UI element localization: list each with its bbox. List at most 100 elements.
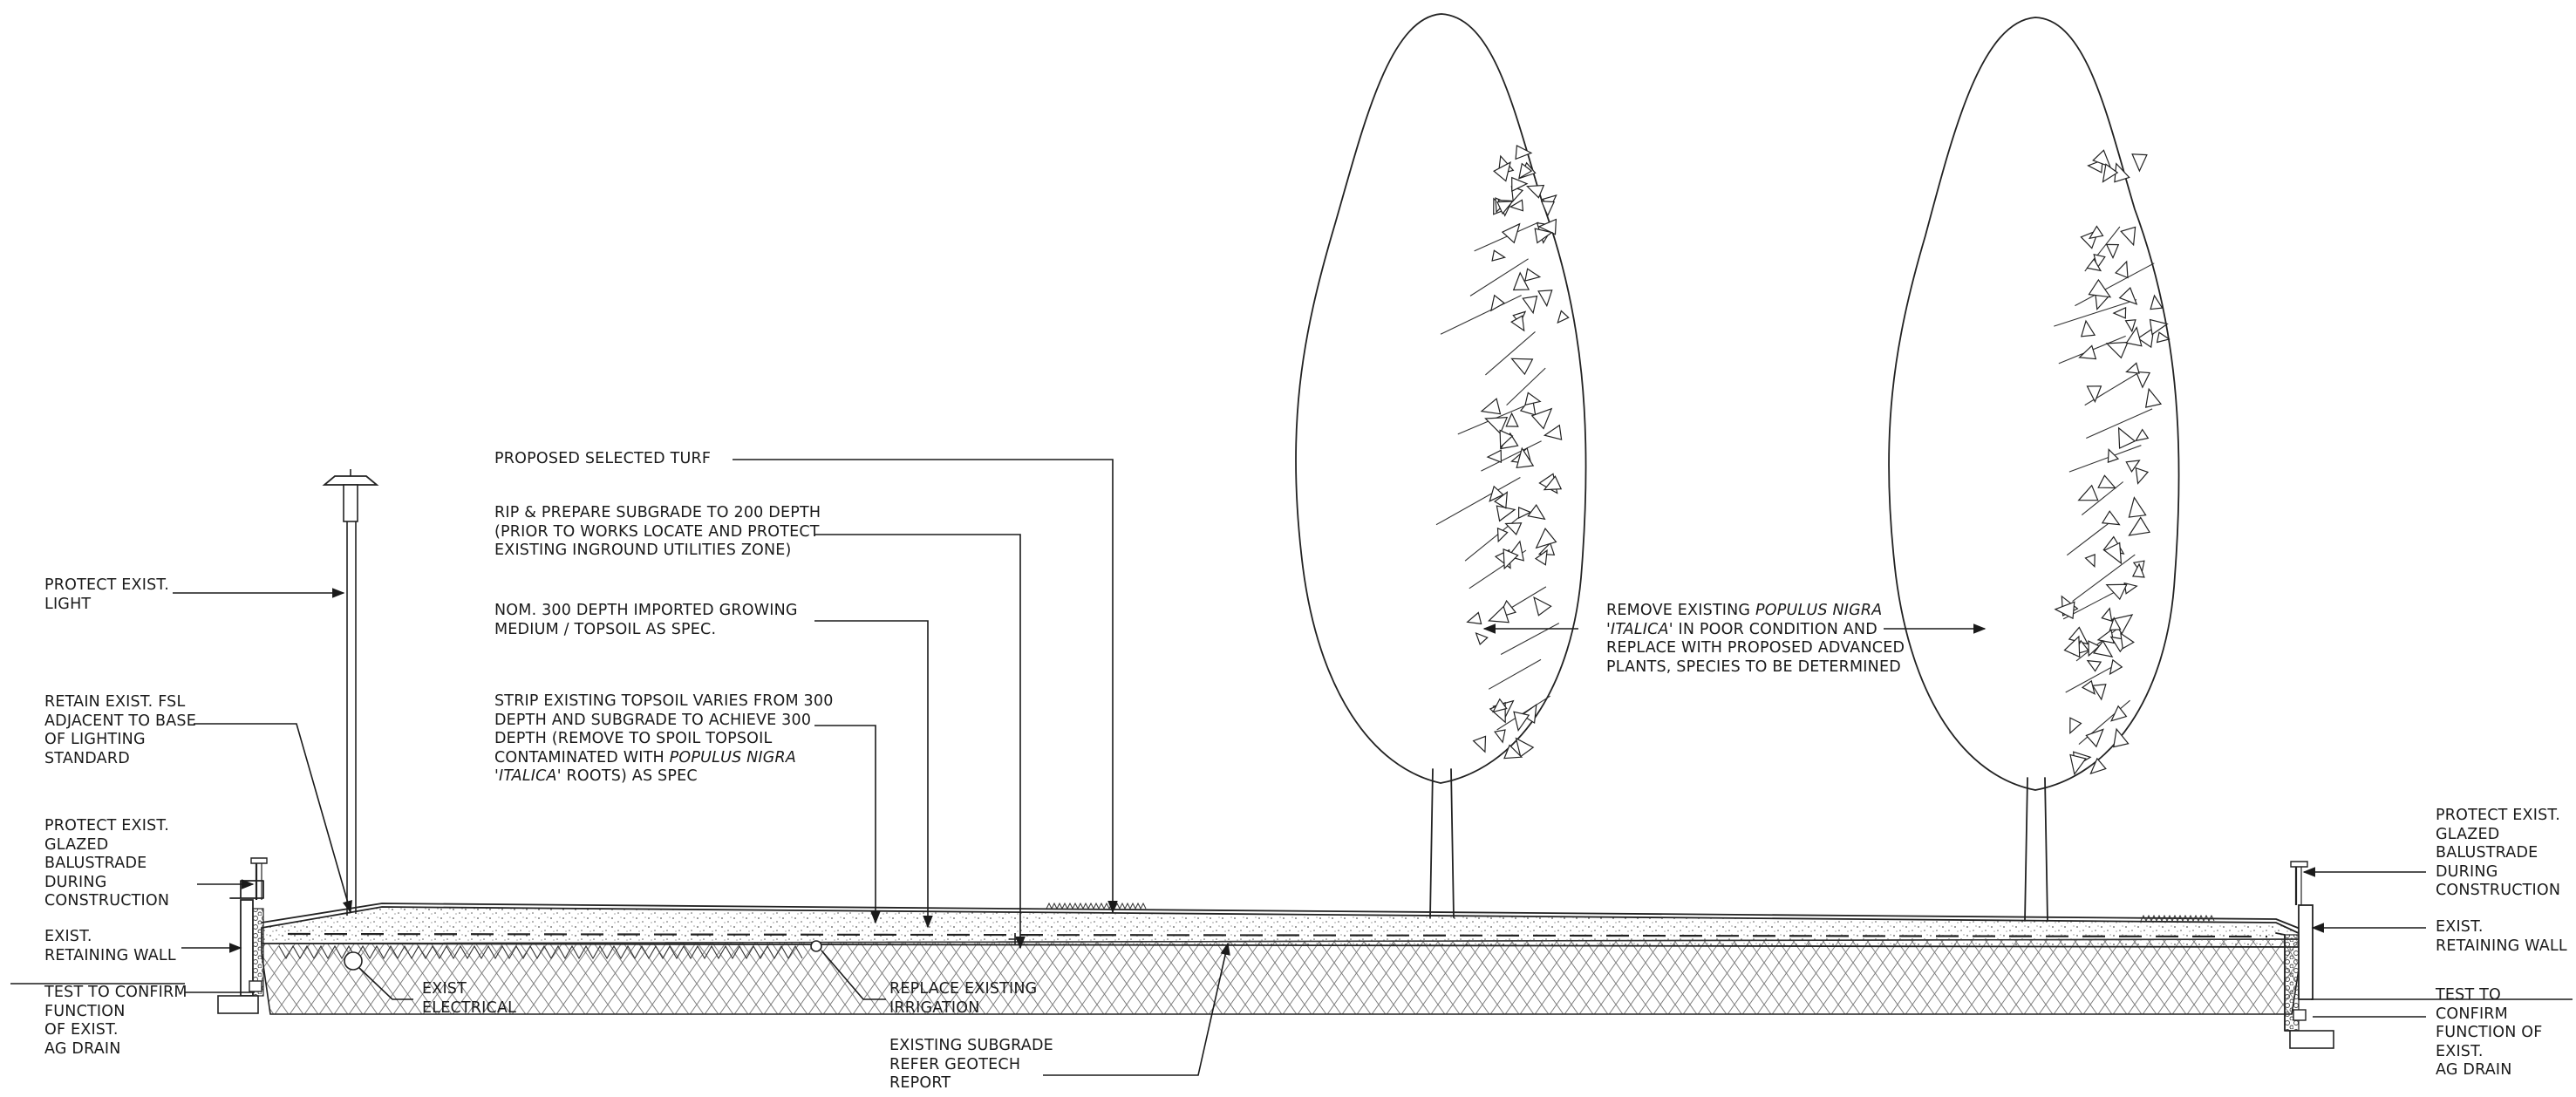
leader-geotech xyxy=(1043,942,1230,1076)
leaf-glyph xyxy=(1515,737,1535,758)
leaf-glyph xyxy=(1530,407,1553,430)
note-ag-drain-right: TEST TO CONFIRM FUNCTION OF EXIST. AG DR… xyxy=(2436,986,2543,1079)
leaf-glyph xyxy=(1487,605,1509,623)
note-growing-medium: NOM. 300 DEPTH IMPORTED GROWING MEDIUM /… xyxy=(494,602,798,638)
leaf-glyph xyxy=(1515,145,1533,160)
branch-line xyxy=(1481,440,1542,472)
leader-growing-medium xyxy=(814,620,933,929)
leaf-glyph xyxy=(2081,679,2096,695)
leaf-glyph xyxy=(1494,491,1509,509)
leaf-glyph xyxy=(1534,228,1554,244)
leaf-glyph xyxy=(2150,294,2164,310)
leaf-glyph xyxy=(2105,583,2128,601)
leaf-glyph xyxy=(2080,319,2096,337)
leaf-glyph xyxy=(2136,326,2155,349)
leaf-glyph xyxy=(1505,412,1519,427)
leaf-glyph xyxy=(1504,522,1523,535)
note-retain-fsl: RETAIN EXIST. FSL ADJACENT TO BASE OF LI… xyxy=(44,693,196,767)
leaf-glyph xyxy=(2135,467,2150,485)
leaf-glyph xyxy=(1517,507,1532,519)
leaf-glyph xyxy=(1499,429,1514,449)
leaf-glyph xyxy=(1537,290,1553,308)
leaf-glyph xyxy=(1480,398,1502,415)
leaf-glyph xyxy=(2135,428,2150,442)
leaf-glyph xyxy=(1503,744,1523,760)
leaf-glyph xyxy=(2109,705,2128,722)
leaf-glyph xyxy=(1518,162,1533,180)
branch-line xyxy=(2054,299,2137,327)
leaf-glyph xyxy=(1513,711,1530,732)
leaf-glyph xyxy=(2156,331,2171,344)
branch-line xyxy=(2065,663,2118,693)
branch-line xyxy=(2086,408,2153,439)
leaf-glyph xyxy=(2120,632,2135,650)
note-rip-subgrade: RIP & PREPARE SUBGRADE TO 200 DEPTH (PRI… xyxy=(494,504,821,559)
leaf-glyph xyxy=(2124,319,2136,333)
strip-depth-line xyxy=(287,932,2268,938)
leaf-glyph xyxy=(2077,484,2099,501)
leaf-glyph xyxy=(1537,218,1557,235)
right-glazed-balustrade xyxy=(2290,861,2308,905)
leader-irrigation xyxy=(821,950,886,1000)
leaf-glyph xyxy=(2063,635,2081,658)
leaf-glyph xyxy=(2125,326,2143,347)
leaf-glyph xyxy=(2109,617,2122,631)
leaf-glyph xyxy=(1510,358,1534,376)
leaf-glyph xyxy=(2069,753,2087,776)
tree-left xyxy=(1295,13,1587,918)
note-exist-electrical: EXIST ELECTRICAL xyxy=(422,980,517,1017)
note-existing-subgrade: EXISTING SUBGRADE REFER GEOTECH REPORT xyxy=(889,1037,1053,1092)
leader-ag-drain-right xyxy=(2311,998,2573,1018)
branch-line xyxy=(1474,221,1539,252)
note-retaining-wall-right: EXIST. RETAINING WALL xyxy=(2436,918,2567,955)
branch-line xyxy=(2068,445,2142,473)
leaf-glyph xyxy=(2125,460,2141,474)
leader-fsl xyxy=(194,723,352,914)
leaf-glyph xyxy=(1522,295,1538,315)
leaf-glyph xyxy=(2089,757,2107,775)
leaf-glyph xyxy=(2117,426,2136,449)
branch-line xyxy=(1488,658,1542,690)
branch-line xyxy=(1500,623,1560,655)
leaf-glyph xyxy=(2105,341,2129,359)
note-replace-irrigation: REPLACE EXISTING IRRIGATION xyxy=(889,980,1038,1017)
branch-line xyxy=(2072,554,2136,603)
leaf-glyph xyxy=(1494,729,1506,744)
leaf-glyph xyxy=(1525,184,1545,199)
leaf-glyph xyxy=(1503,548,1519,570)
finished-surface-line xyxy=(261,903,2303,930)
note-strip-topsoil: STRIP EXISTING TOPSOIL VARIES FROM 300 D… xyxy=(494,692,834,785)
leaf-glyph xyxy=(2092,149,2111,168)
leaf-glyph xyxy=(1466,611,1482,625)
leaf-glyph xyxy=(1524,268,1542,282)
note-remove-trees: REMOVE EXISTING POPULUS NIGRA 'ITALICA' … xyxy=(1606,602,1905,676)
leaf-glyph xyxy=(2092,640,2114,658)
leaf-glyph xyxy=(2086,385,2102,404)
branch-line xyxy=(2066,517,2116,556)
leaf-glyph xyxy=(1509,199,1524,212)
leaf-glyph xyxy=(2144,387,2163,408)
leaf-glyph xyxy=(1543,424,1563,440)
leaf-glyph xyxy=(1486,449,1503,463)
leaf-glyph xyxy=(2115,260,2129,279)
leaf-glyph xyxy=(2113,727,2130,748)
leaf-glyph xyxy=(2135,371,2151,389)
leaf-glyph xyxy=(1484,417,1509,435)
leaf-glyph xyxy=(2101,607,2113,622)
leaf-glyph xyxy=(1492,698,1508,713)
leader-strip xyxy=(814,725,881,924)
leader-ag-drain-left xyxy=(10,983,255,993)
note-balustrade-right: PROTECT EXIST. GLAZED BALUSTRADE DURING … xyxy=(2436,807,2561,899)
leaf-glyph xyxy=(1543,475,1563,491)
right-retaining-wall xyxy=(2275,904,2334,1049)
leaf-glyph xyxy=(1490,294,1506,312)
note-proposed-turf: PROPOSED SELECTED TURF xyxy=(494,450,712,467)
leaf-glyph xyxy=(2120,226,2136,247)
leaf-glyph xyxy=(1540,201,1556,217)
leaf-glyph xyxy=(2097,474,2116,489)
branch-line xyxy=(1435,477,1521,526)
leaf-glyph xyxy=(1475,631,1489,645)
tree-right-foliage xyxy=(2054,149,2171,776)
leaf-glyph xyxy=(2131,153,2148,173)
